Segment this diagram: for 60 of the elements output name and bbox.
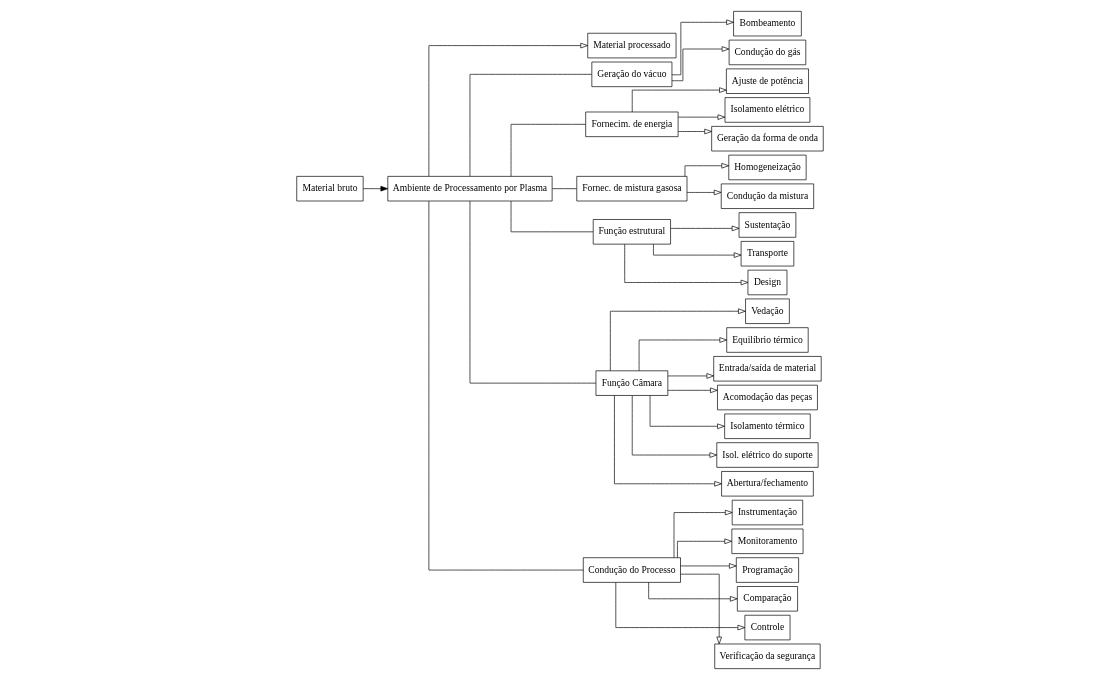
arrow bbox=[677, 538, 732, 559]
node-box: Material processado bbox=[587, 32, 677, 59]
arrow bbox=[671, 46, 730, 82]
arrow bbox=[638, 337, 727, 371]
arrow bbox=[428, 42, 588, 177]
arrow bbox=[667, 373, 715, 379]
node-box: Condução do Processo bbox=[582, 557, 681, 583]
arrow bbox=[615, 582, 746, 631]
node-box: Fornecim. de energia bbox=[585, 111, 679, 137]
node-box: Comparação bbox=[737, 586, 798, 612]
arrow bbox=[684, 163, 729, 177]
arrow bbox=[667, 387, 718, 394]
arrow bbox=[649, 395, 725, 429]
arrow bbox=[673, 509, 733, 558]
node-box: Controle bbox=[744, 614, 791, 641]
node-box: Entrada/saída de material bbox=[713, 356, 822, 382]
arrow bbox=[671, 19, 734, 76]
node-box: Equilíbrio térmico bbox=[726, 327, 809, 353]
node-box: Bombeamento bbox=[733, 11, 802, 37]
node-box: Condução da mistura bbox=[720, 183, 814, 209]
arrow bbox=[631, 87, 727, 113]
node-box: Sustentação bbox=[738, 212, 797, 238]
node-box: Acomodação das peças bbox=[717, 384, 818, 411]
node-box: Abertura/fechamento bbox=[721, 471, 814, 497]
arrow bbox=[680, 563, 737, 569]
node-box: Isolamento elétrico bbox=[724, 97, 811, 123]
node-box: Isol. elétrico do suporte bbox=[716, 442, 819, 468]
node-box: Instrumentação bbox=[731, 499, 804, 526]
connector bbox=[469, 74, 592, 177]
arrow bbox=[362, 185, 389, 192]
arrow bbox=[677, 114, 726, 120]
node-box: Verificação da segurança bbox=[714, 643, 821, 669]
arrow bbox=[624, 244, 749, 286]
node-box: Função estrutural bbox=[592, 219, 671, 245]
node-box: Fornec. de mistura gasosa bbox=[576, 176, 688, 202]
node-box: Geração do vácuo bbox=[591, 61, 673, 87]
arrow bbox=[610, 308, 746, 371]
node-box: Monitoramento bbox=[731, 528, 804, 554]
arrow bbox=[648, 582, 738, 602]
arrow bbox=[631, 395, 718, 458]
node-box: Ambiente de Processamento por Plasma bbox=[387, 176, 553, 202]
connector bbox=[510, 123, 586, 177]
node-box: Ajuste de potência bbox=[726, 68, 809, 94]
arrow bbox=[680, 573, 722, 645]
arrow bbox=[614, 395, 722, 487]
arrow bbox=[686, 189, 722, 196]
node-box: Transporte bbox=[740, 241, 795, 267]
node-box: Design bbox=[747, 269, 788, 296]
node-box: Material bruto bbox=[296, 176, 364, 202]
node-box: Homogeneização bbox=[728, 154, 807, 181]
node-box: Geração da forma de onda bbox=[711, 126, 824, 152]
arrow bbox=[670, 225, 740, 232]
node-box: Função Câmara bbox=[595, 370, 669, 396]
arrow bbox=[653, 243, 742, 258]
node-box: Isolamento térmico bbox=[724, 413, 811, 439]
arrow bbox=[677, 128, 712, 135]
node-box: Programação bbox=[735, 557, 799, 583]
node-box: Vedação bbox=[745, 298, 790, 324]
connector bbox=[552, 188, 577, 189]
node-box: Condução do gás bbox=[728, 39, 807, 66]
